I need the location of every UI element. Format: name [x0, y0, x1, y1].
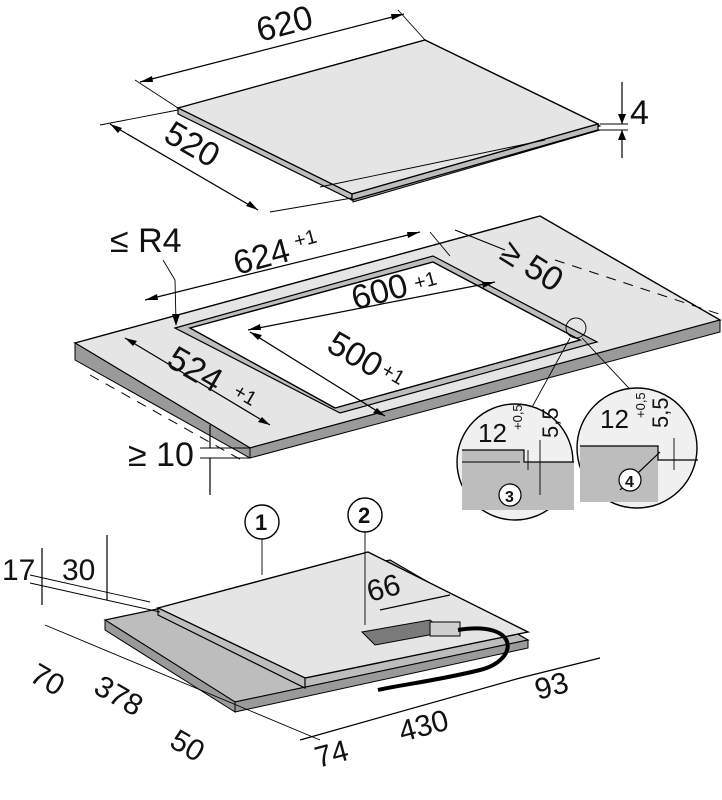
- hob-top-view: [176, 39, 602, 203]
- label-50: 50: [165, 723, 210, 768]
- label-step-tol-b: +0,5: [633, 392, 648, 418]
- label-step-12-a: 12: [478, 418, 507, 448]
- detail-4: 4 12 +0,5 5,5: [576, 387, 698, 509]
- dim-10-min: ≥ 10: [128, 425, 250, 495]
- hob-bottom-view: [103, 551, 531, 713]
- dim-17-30: 17 30: [2, 535, 161, 613]
- label-10-min: ≥ 10: [128, 436, 194, 474]
- callout-3: 3: [505, 489, 514, 506]
- label-step-55-b: 5,5: [648, 397, 673, 428]
- label-r4: ≤ R4: [110, 222, 182, 260]
- label-4: 4: [630, 94, 649, 132]
- svg-text:1: 1: [255, 510, 267, 535]
- dim-4: 4: [600, 82, 649, 158]
- label-620: 620: [252, 0, 317, 50]
- label-step-55-a: 5,5: [538, 407, 563, 438]
- label-74: 74: [311, 734, 352, 775]
- label-93: 93: [531, 666, 572, 707]
- label-70: 70: [25, 657, 70, 702]
- label-624-tol: +1: [292, 226, 320, 253]
- callout-1: 1: [244, 504, 280, 575]
- label-17: 17: [2, 554, 35, 587]
- worktop-cutout: [73, 215, 722, 463]
- label-step-12-b: 12: [600, 404, 629, 434]
- label-30: 30: [62, 554, 95, 587]
- dim-r4: ≤ R4: [110, 222, 182, 326]
- label-378: 378: [89, 669, 149, 723]
- svg-text:2: 2: [358, 503, 370, 528]
- callout-4: 4: [625, 474, 634, 491]
- detail-3: 3 12 +0,5 5,5: [456, 337, 641, 521]
- callout-2: 2: [347, 497, 383, 625]
- label-624: 624: [229, 231, 294, 282]
- label-step-tol-a: +0,5: [510, 404, 525, 430]
